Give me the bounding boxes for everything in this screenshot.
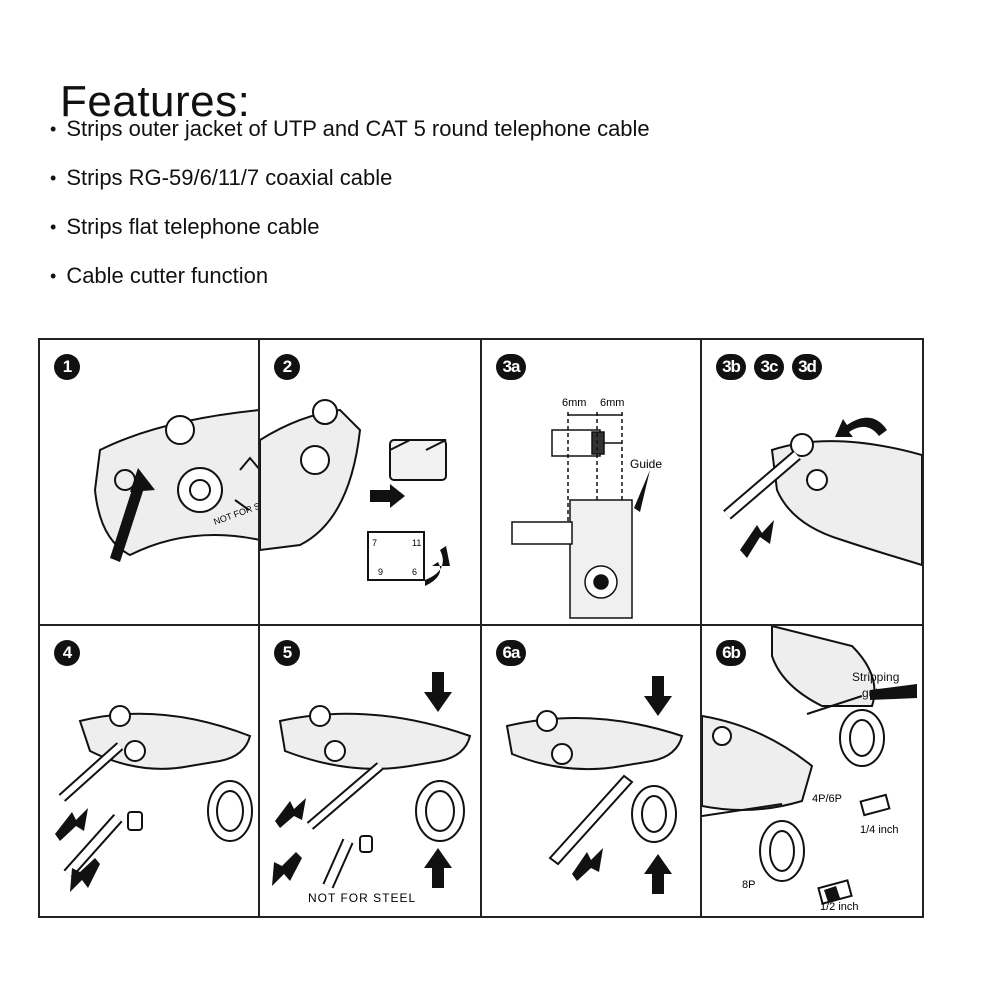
size-label: 1/4 inch	[860, 824, 899, 836]
step-badge: 4	[54, 640, 80, 666]
coax-measure-illustration: 6mm 6mm Guide	[511, 397, 662, 619]
stripping-guide-label: guide	[862, 686, 892, 700]
size-label: 4P/6P	[812, 793, 842, 805]
step-3a-panel: 6mm 6mm Guide 3a	[480, 338, 704, 626]
step-badge: 3c	[754, 354, 784, 380]
feature-text: Strips RG-59/6/11/7 coaxial cable	[66, 164, 393, 190]
bullet-icon: •	[50, 167, 57, 188]
step-4-panel: 4	[38, 624, 262, 918]
step-2-panel: 7 11 9 6 2	[258, 338, 484, 626]
step-badge: 3b	[716, 354, 746, 380]
step-6a-panel: 6a	[480, 624, 704, 918]
step-3bcd-panel: 3b 3c 3d	[700, 338, 924, 626]
stripper-tool-illustration: NOT FOR STE	[93, 408, 260, 562]
measurement-label: 6mm	[562, 397, 586, 409]
step-badge: 1	[54, 354, 80, 380]
step-badge: 6a	[496, 640, 526, 666]
step-badge: 3a	[496, 354, 526, 380]
feature-list: • Strips outer jacket of UTP and CAT 5 ro…	[50, 104, 650, 300]
step-badge: 2	[274, 354, 300, 380]
round-cable-strip-illustration	[55, 705, 253, 892]
flat-cable-strip-illustration	[505, 676, 684, 894]
bullet-icon: •	[50, 118, 57, 139]
step-5-panel: NOT FOR STEEL 5	[258, 624, 484, 918]
bullet-icon: •	[50, 265, 57, 286]
stripping-guide-illustration: 4P/6P 1/4 inch 8P 1/2 inch	[702, 626, 917, 913]
blade-replacement-illustration: 7 11 9 6	[260, 399, 450, 586]
feature-item: • Strips RG-59/6/11/7 coaxial cable	[50, 153, 650, 202]
size-label: 1/2 inch	[820, 901, 859, 913]
warning-label: NOT FOR STEEL	[308, 891, 416, 905]
feature-text: Strips flat telephone cable	[66, 213, 320, 239]
stripping-guide-label: Stripping	[852, 670, 900, 684]
coax-strip-illustration	[723, 417, 922, 567]
feature-item: • Strips outer jacket of UTP and CAT 5 ro…	[50, 104, 650, 153]
step-badge: 3d	[792, 354, 822, 380]
feature-text: Cable cutter function	[66, 262, 269, 288]
step-1-panel: NOT FOR STE 1	[38, 338, 262, 626]
measurement-label: 6mm	[600, 397, 624, 409]
step-badge: 5	[274, 640, 300, 666]
page-title: Features:	[60, 77, 251, 127]
blade-number: 11	[412, 538, 421, 548]
bullet-icon: •	[50, 216, 57, 237]
step-badge: 6b	[716, 640, 746, 666]
guide-label: Guide	[630, 457, 662, 471]
blade-number: 7	[372, 538, 377, 548]
feature-item: • Cable cutter function	[50, 251, 650, 300]
blade-number: 9	[378, 567, 383, 577]
blade-number: 6	[412, 567, 417, 577]
step-6b-panel: 4P/6P 1/4 inch 8P 1/2 inch Stripping gui…	[700, 624, 924, 918]
size-label: 8P	[742, 879, 755, 891]
feature-item: • Strips flat telephone cable	[50, 202, 650, 251]
cable-cut-illustration: NOT FOR STEEL	[272, 672, 472, 905]
feature-text: Strips outer jacket of UTP and CAT 5 rou…	[66, 115, 650, 141]
